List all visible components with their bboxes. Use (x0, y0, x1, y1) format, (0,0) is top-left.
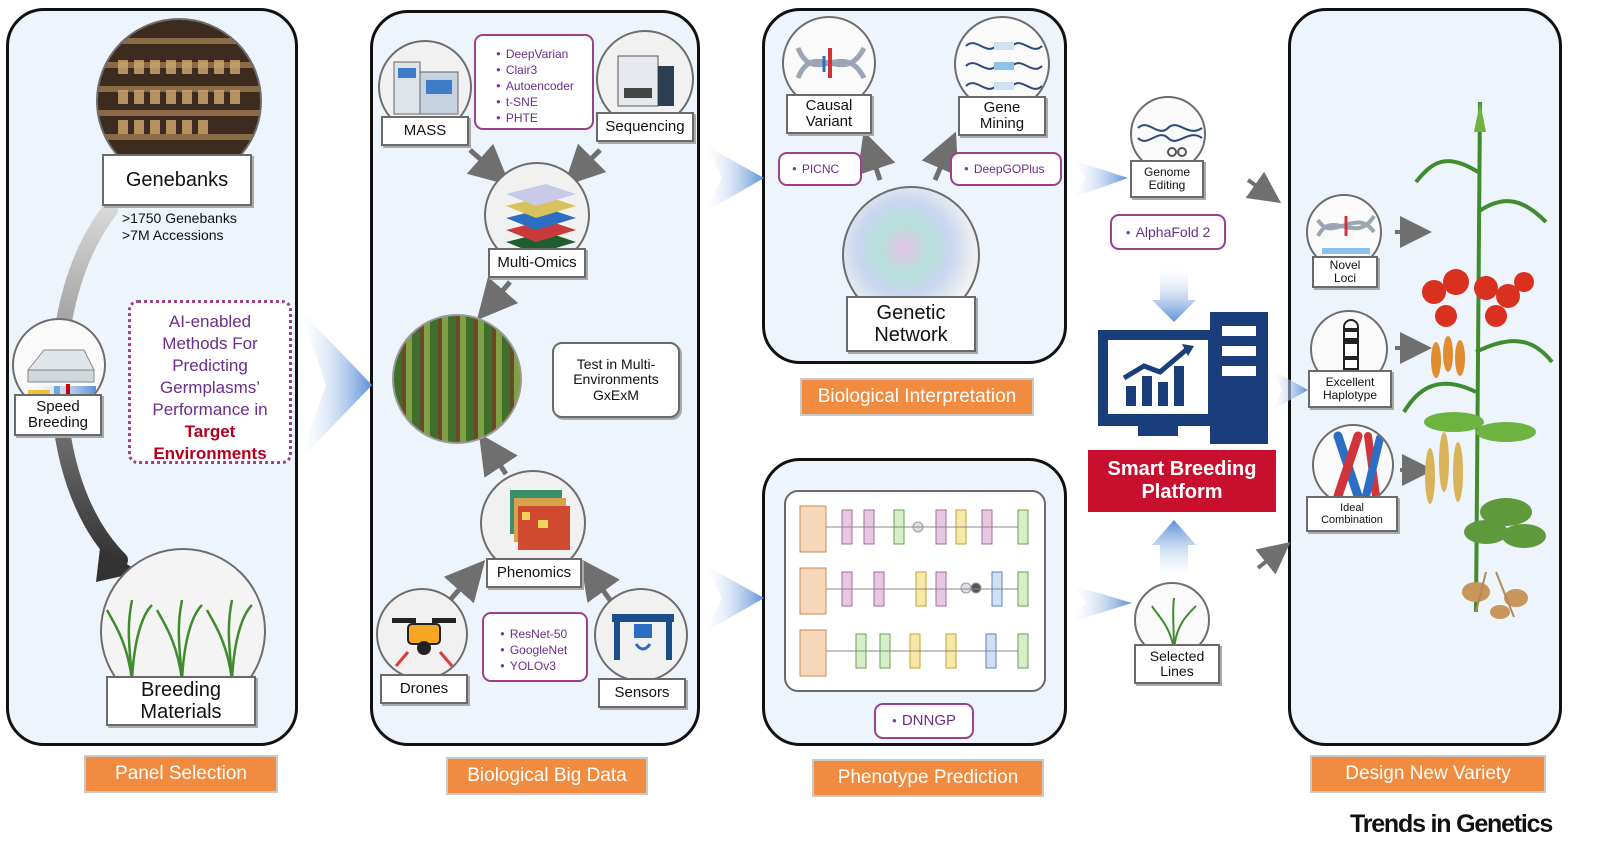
ai-methods-text: AI-enabled Methods For Predicting Germpl… (152, 312, 268, 419)
dna-icon (795, 46, 867, 80)
genetic-network-label: Genetic Network (846, 296, 976, 352)
multi-omics-label: Multi-Omics (488, 248, 586, 278)
mass-label: MASS (381, 116, 469, 146)
method-clair3: Clair3 (496, 62, 592, 78)
phenomics-map-icon (510, 490, 570, 550)
shelf-icon (118, 60, 240, 134)
gene-mining-label: Gene Mining (958, 96, 1046, 136)
drones-label: Drones (380, 674, 468, 704)
sequencing-image (596, 30, 694, 128)
chromosome-pair-icon (1333, 431, 1384, 501)
sensors-label: Sensors (598, 678, 686, 708)
method-dnngp: DNNGP (892, 712, 956, 730)
dnngp-architecture-diagram (784, 490, 1046, 692)
ideal-combination-image (1312, 424, 1394, 506)
flow-arrow-to-genome-editing (1072, 160, 1128, 198)
sequencer-icon (617, 55, 674, 107)
drone-icon (392, 618, 456, 667)
phenomics-label: Phenomics (486, 558, 582, 588)
genebanks-label: Genebanks (102, 154, 252, 206)
ideal-combination-label: Ideal Combination (1306, 496, 1398, 532)
platform-computer-icon (1098, 312, 1272, 444)
drone-image (376, 588, 468, 680)
sequencing-label: Sequencing (596, 112, 694, 142)
flow-arrow-bigdata-to-prediction (705, 565, 764, 632)
selected-lines-label: Selected Lines (1134, 644, 1220, 684)
novel-loci-label: Novel Loci (1312, 256, 1378, 288)
interpretation-tag: Biological Interpretation (800, 378, 1034, 416)
sensor-gantry-icon (612, 614, 674, 660)
target-environments-text: Target Environments (153, 422, 267, 463)
accession-count: >7M Accessions (122, 227, 224, 243)
crispr-scissors-icon (1137, 124, 1203, 157)
method-alphafold: AlphaFold 2 (1126, 224, 1211, 240)
computer-chart-icon (1098, 312, 1268, 444)
excellent-haplotype-label: Excellent Haplotype (1308, 370, 1392, 408)
loci-dna-icon (1316, 214, 1376, 254)
panel-selection-tag: Panel Selection (84, 755, 278, 793)
deepgoplus-box: DeepGOPlus (950, 152, 1062, 186)
genebank-stats: >1750 Genebanks >7M Accessions (122, 210, 237, 244)
field-trial-image (392, 314, 522, 444)
genebank-count: >1750 Genebanks (122, 210, 237, 226)
causal-variant-label: Causal Variant (786, 94, 872, 134)
gene-strand-icon (965, 42, 1043, 90)
flow-arrow-prediction-to-lines (1072, 585, 1132, 622)
ai-methods-box: AI-enabled Methods For Predicting Germpl… (128, 300, 292, 464)
method-yolov3: YOLOv3 (500, 658, 586, 674)
genome-editing-label: Genome Editing (1130, 160, 1204, 198)
trends-in-genetics-logo: Trends in Genetics (1350, 810, 1553, 838)
method-deepvarian: DeepVarian (496, 46, 592, 62)
mass-spectrometer-icon (393, 61, 459, 115)
smart-breeding-platform-title: Smart Breeding Platform (1088, 450, 1276, 512)
picnc-box: PICNC (778, 152, 862, 186)
greenhouse-icon (26, 349, 96, 396)
method-picnc: PICNC (792, 161, 839, 177)
image-methods-box: ResNet-50 GoogleNet YOLOv3 (482, 612, 588, 682)
omics-methods-box: DeepVarian Clair3 Autoencoder t-SNE PHTE (474, 34, 594, 130)
method-phte: PHTE (496, 110, 592, 126)
method-googlenet: GoogleNet (500, 642, 586, 658)
method-tsne: t-SNE (496, 94, 592, 110)
design-tag: Design New Variety (1310, 755, 1546, 793)
flow-arrow-bigdata-to-interpretation (705, 145, 764, 212)
method-deepgoplus: DeepGOPlus (964, 161, 1045, 177)
prediction-tag: Phenotype Prediction (812, 759, 1044, 797)
big-data-tag: Biological Big Data (446, 757, 648, 795)
speed-breeding-label: Speed Breeding (14, 394, 102, 436)
method-resnet50: ResNet-50 (500, 626, 586, 642)
breeding-materials-label: Breeding Materials (106, 676, 256, 726)
new-variety-plants-image (1396, 92, 1556, 632)
flow-arrow-panel-to-bigdata (300, 310, 372, 460)
crop-plants-icon (1402, 101, 1554, 619)
flow-arrow-lines-to-platform (1152, 520, 1196, 578)
test-environments-label: Test in Multi- Environments GxExM (552, 342, 680, 418)
method-autoencoder: Autoencoder (496, 78, 592, 94)
dnngp-box: DNNGP (874, 703, 974, 739)
alphafold-box: AlphaFold 2 (1110, 214, 1226, 250)
rice-plants-icon (105, 599, 253, 681)
network-layers-icon (799, 505, 1029, 677)
sensor-image (594, 588, 688, 682)
